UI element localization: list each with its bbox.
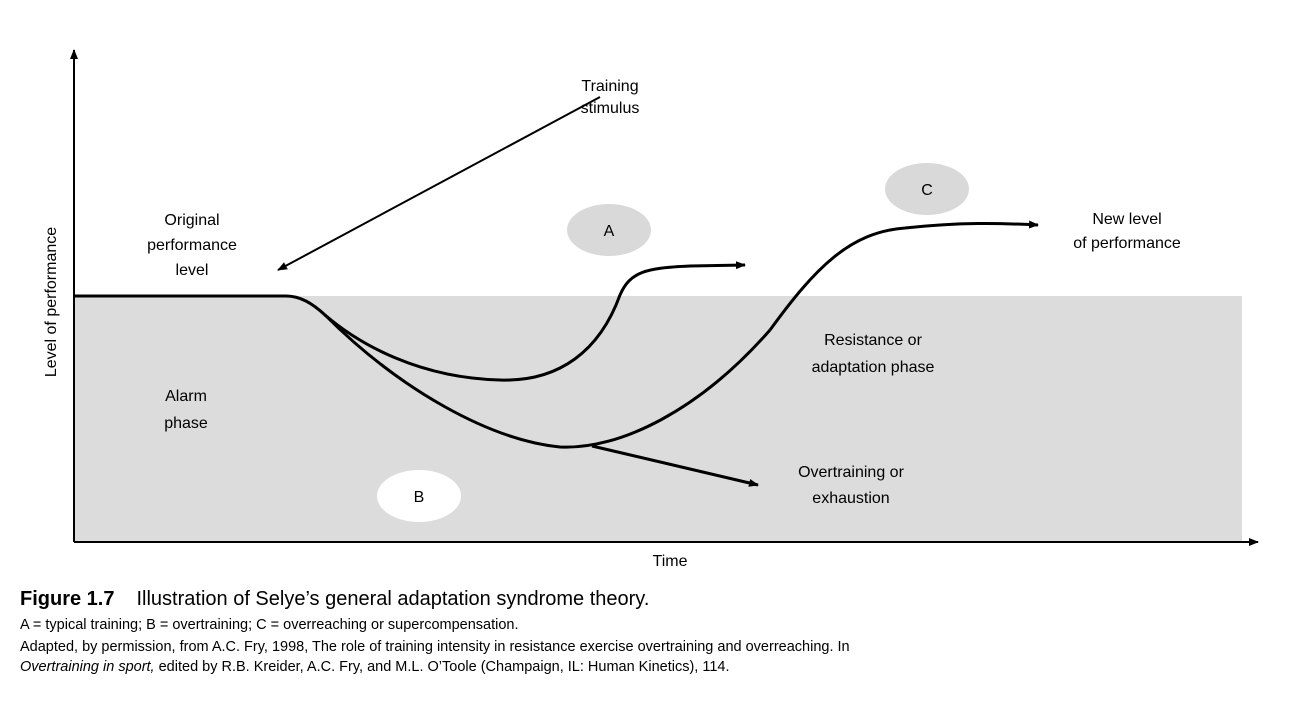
- curve-c-supercompensation: [768, 220, 1039, 331]
- curve-b-overtraining: [591, 444, 759, 487]
- source-details: edited by R.B. Kreider, A.C. Fry, and M.…: [154, 659, 730, 675]
- caption-source-line-1: Adapted, by permission, from A.C. Fry, 1…: [20, 639, 850, 655]
- caption-title: Figure 1.7 Illustration of Selye’s genera…: [20, 587, 1290, 611]
- overtraining-label: Overtraining or exhaustion: [798, 464, 904, 507]
- marker-a-label: A: [604, 223, 615, 240]
- svg-text:Alarm: Alarm: [165, 388, 207, 405]
- curve-a-typical-training: [324, 261, 746, 382]
- svg-text:Overtraining or: Overtraining or: [798, 464, 904, 481]
- svg-text:phase: phase: [164, 415, 208, 432]
- curve-deep-dip: [323, 313, 772, 449]
- baseline-curve: [74, 294, 327, 317]
- alarm-phase-label: Alarm phase: [164, 388, 208, 432]
- figure-title: Illustration of Selye’s general adaptati…: [136, 588, 650, 610]
- svg-text:level: level: [176, 262, 209, 279]
- marker-a-ellipse: [567, 204, 651, 256]
- svg-text:Resistance or: Resistance or: [824, 332, 922, 349]
- y-axis-label: Level of performance: [43, 227, 60, 377]
- original-level-label: Original performance level: [147, 212, 237, 279]
- svg-text:New level: New level: [1092, 211, 1161, 228]
- svg-text:of performance: of performance: [1073, 235, 1181, 252]
- new-level-label: New level of performance: [1073, 211, 1181, 252]
- svg-text:stimulus: stimulus: [581, 100, 640, 117]
- marker-b-label: B: [414, 489, 425, 506]
- svg-text:exhaustion: exhaustion: [812, 490, 889, 507]
- x-axis-label: Time: [653, 553, 688, 570]
- svg-text:Original: Original: [164, 212, 219, 229]
- shaded-region: [74, 296, 1242, 542]
- adaptation-syndrome-diagram: Level of performance Time A B C Training…: [43, 49, 1259, 570]
- svg-text:Training: Training: [581, 78, 638, 95]
- figure-number: Figure 1.7: [20, 588, 115, 610]
- figure-caption: Figure 1.7 Illustration of Selye’s genera…: [20, 587, 1290, 677]
- source-book-title: Overtraining in sport,: [20, 659, 155, 675]
- marker-c-label: C: [921, 182, 933, 199]
- svg-text:performance: performance: [147, 237, 237, 254]
- marker-b-ellipse: [377, 470, 461, 522]
- caption-source-line-2: Overtraining in sport, edited by R.B. Kr…: [20, 657, 1290, 677]
- caption-legend: A = typical training; B = overtraining; …: [20, 617, 519, 633]
- svg-text:adaptation phase: adaptation phase: [812, 359, 935, 376]
- marker-c-ellipse: [885, 163, 969, 215]
- resistance-phase-label: Resistance or adaptation phase: [812, 332, 935, 376]
- training-stimulus-label: Training stimulus: [581, 78, 640, 117]
- training-stimulus-arrow: [277, 96, 601, 271]
